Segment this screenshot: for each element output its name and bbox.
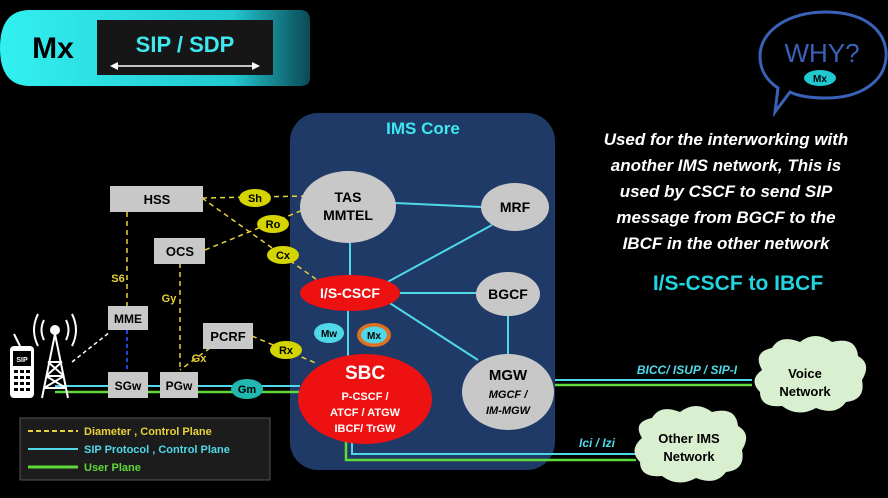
iface-mw: Mw [314,323,344,343]
svg-text:Rx: Rx [279,345,294,357]
node-bgcf: BGCF [476,272,540,316]
iface-gm: Gm [231,379,263,399]
antenna-tower-icon [33,313,77,399]
svg-text:SBC: SBC [345,363,385,384]
link-ocs-tas [204,204,316,251]
iface-sh: Sh [239,189,271,207]
node-voice-network: Voice Network [754,336,867,413]
mobile-phone-icon: SIP [10,333,34,398]
link-pcrf-sbc [251,335,319,365]
link-cscf-mrf [381,224,493,286]
svg-text:IBCF/ TrGW: IBCF/ TrGW [334,423,396,435]
svg-text:HSS: HSS [144,192,171,207]
svg-text:P-CSCF /: P-CSCF / [341,391,388,403]
node-is-cscf: I/S-CSCF [300,275,400,311]
iface-gx: Gx [192,353,208,365]
svg-text:Cx: Cx [276,250,291,262]
node-pgw: PGw [160,372,198,398]
node-ocs: OCS [154,238,205,264]
legend: Diameter , Control Plane SIP Protocol , … [19,417,271,481]
desc-line-3: used by CSCF to send SIP [620,182,833,201]
svg-text:Network: Network [663,449,715,464]
link-cscf-mgw [384,299,479,361]
svg-text:Other IMS: Other IMS [658,431,720,446]
iface-mx: Mx [357,323,391,347]
link-hss-cscf [201,197,321,283]
svg-text:Mx: Mx [367,331,381,342]
svg-text:TAS: TAS [335,189,362,205]
svg-text:MGCF /: MGCF / [489,389,529,401]
arrow-right-icon [252,62,260,70]
svg-text:SGw: SGw [115,379,142,393]
svg-text:IM-MGW: IM-MGW [486,405,532,417]
why-badge [804,70,836,86]
why-badge-label: Mx [813,74,827,85]
ims-core-title: IMS Core [386,119,460,138]
diameter-links [126,195,321,371]
node-mrf: MRF [481,183,549,231]
svg-text:OCS: OCS [166,244,195,259]
iface-s6: S6 [111,273,124,285]
node-sgw: SGw [108,372,148,398]
legend-sip-label: SIP Protocol , Control Plane [84,444,230,456]
arrow-left-icon [110,62,118,70]
iface-bicc: BICC/ ISUP / SIP-I [637,363,738,377]
svg-text:MME: MME [114,312,142,326]
svg-text:PGw: PGw [166,379,193,393]
desc-line-1: Used for the interworking with [604,130,849,149]
description-text: Used for the interworking with another I… [604,130,849,253]
link-pcrf-pgw [179,347,211,371]
node-sbc: SBC P-CSCF / ATCF / ATGW IBCF/ TrGW [298,354,432,444]
node-tas-mmtel: TAS MMTEL [300,171,396,243]
svg-text:Network: Network [779,384,831,399]
desc-highlight: I/S-CSCF to IBCF [653,272,823,295]
legend-diameter-label: Diameter , Control Plane [84,426,212,438]
header-code: Mx [32,32,74,65]
legend-user-label: User Plane [84,462,141,474]
desc-line-4: message from BGCF to the [616,208,835,227]
svg-text:Ro: Ro [266,219,281,231]
svg-text:Voice: Voice [788,366,822,381]
why-speech-bubble: WHY? Mx [758,10,888,118]
svg-text:MMTEL: MMTEL [323,207,373,223]
svg-text:PCRF: PCRF [210,329,245,344]
svg-text:Sh: Sh [248,193,262,205]
svg-text:MRF: MRF [500,199,531,215]
desc-line-5: IBCF in the other network [623,234,831,253]
header-banner: Mx SIP / SDP [0,10,310,86]
iface-gy: Gy [162,293,178,305]
svg-text:Mw: Mw [321,329,337,340]
svg-text:I/S-CSCF: I/S-CSCF [320,285,380,301]
link-mrf-tas [394,202,483,208]
iface-cx: Cx [267,246,299,264]
node-hss: HSS [110,186,203,212]
link-phone-mme [71,331,111,363]
iface-rx: Rx [270,341,302,359]
why-title: WHY? [784,38,859,68]
iface-ro: Ro [257,215,289,233]
node-mgw: MGW MGCF / IM-MGW [462,354,554,430]
node-pcrf: PCRF [203,323,253,349]
svg-text:Gm: Gm [238,384,257,396]
node-mme: MME [108,306,148,330]
phone-label: SIP [16,357,28,364]
node-other-ims-network: Other IMS Network [634,406,747,483]
iface-ici: Ici / Izi [579,436,616,450]
desc-line-2: another IMS network, This is [611,156,841,175]
svg-text:BGCF: BGCF [488,286,528,302]
svg-text:MGW: MGW [489,367,528,384]
header-protocol: SIP / SDP [136,32,235,57]
svg-text:ATCF / ATGW: ATCF / ATGW [330,407,401,419]
user-link-sbc-other [344,436,636,462]
